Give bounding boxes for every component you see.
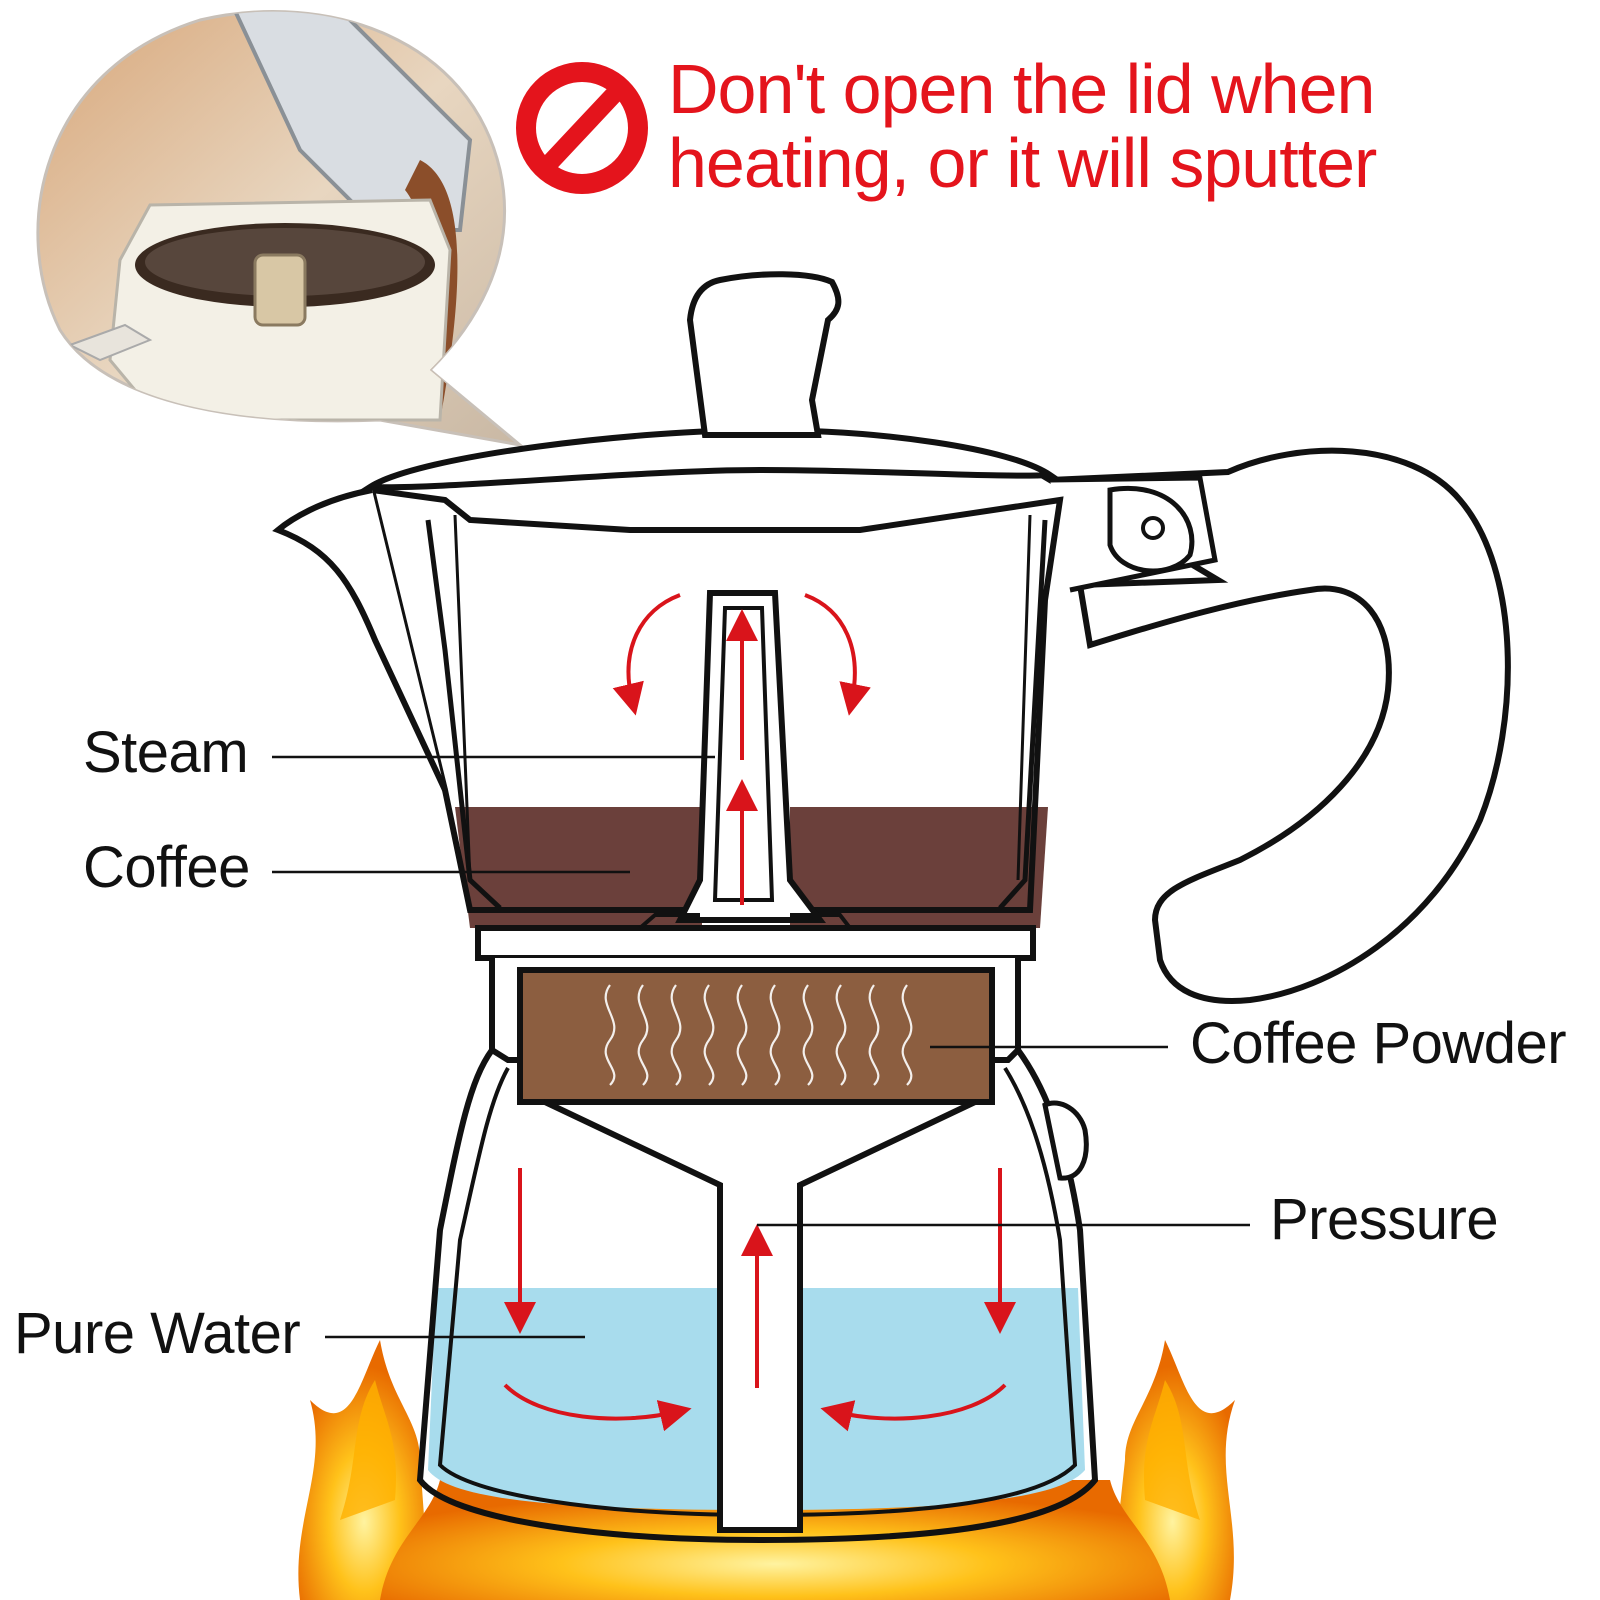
handle [1039,447,1511,1004]
lid-knob [686,271,842,438]
spout [272,487,448,792]
lid [360,426,1060,491]
prohibited-icon [516,62,648,194]
label-pressure: Pressure [1270,1187,1499,1252]
inset-photo [36,10,526,448]
flow-arrows [503,593,1016,1432]
label-pure-water: Pure Water [14,1301,301,1366]
coffee-powder-basket [517,967,995,1105]
warning-line-2: heating, or it will sputter [668,124,1377,202]
label-coffee-powder: Coffee Powder [1190,1011,1567,1076]
leader-lines [272,755,1250,1339]
label-coffee: Coffee [83,835,250,900]
warning-line-1: Don't open the lid when [668,50,1375,128]
filter-plate [475,925,1036,961]
coffee-fill [455,807,702,928]
warning-text: Don't open the lid when heating, or it w… [668,50,1377,202]
upper-chamber [368,486,1064,913]
safety-valve [1042,1100,1089,1181]
label-steam: Steam [83,720,249,785]
funnel [543,1099,977,1533]
lower-chamber [416,1048,1099,1544]
powder-waves [604,984,913,1086]
